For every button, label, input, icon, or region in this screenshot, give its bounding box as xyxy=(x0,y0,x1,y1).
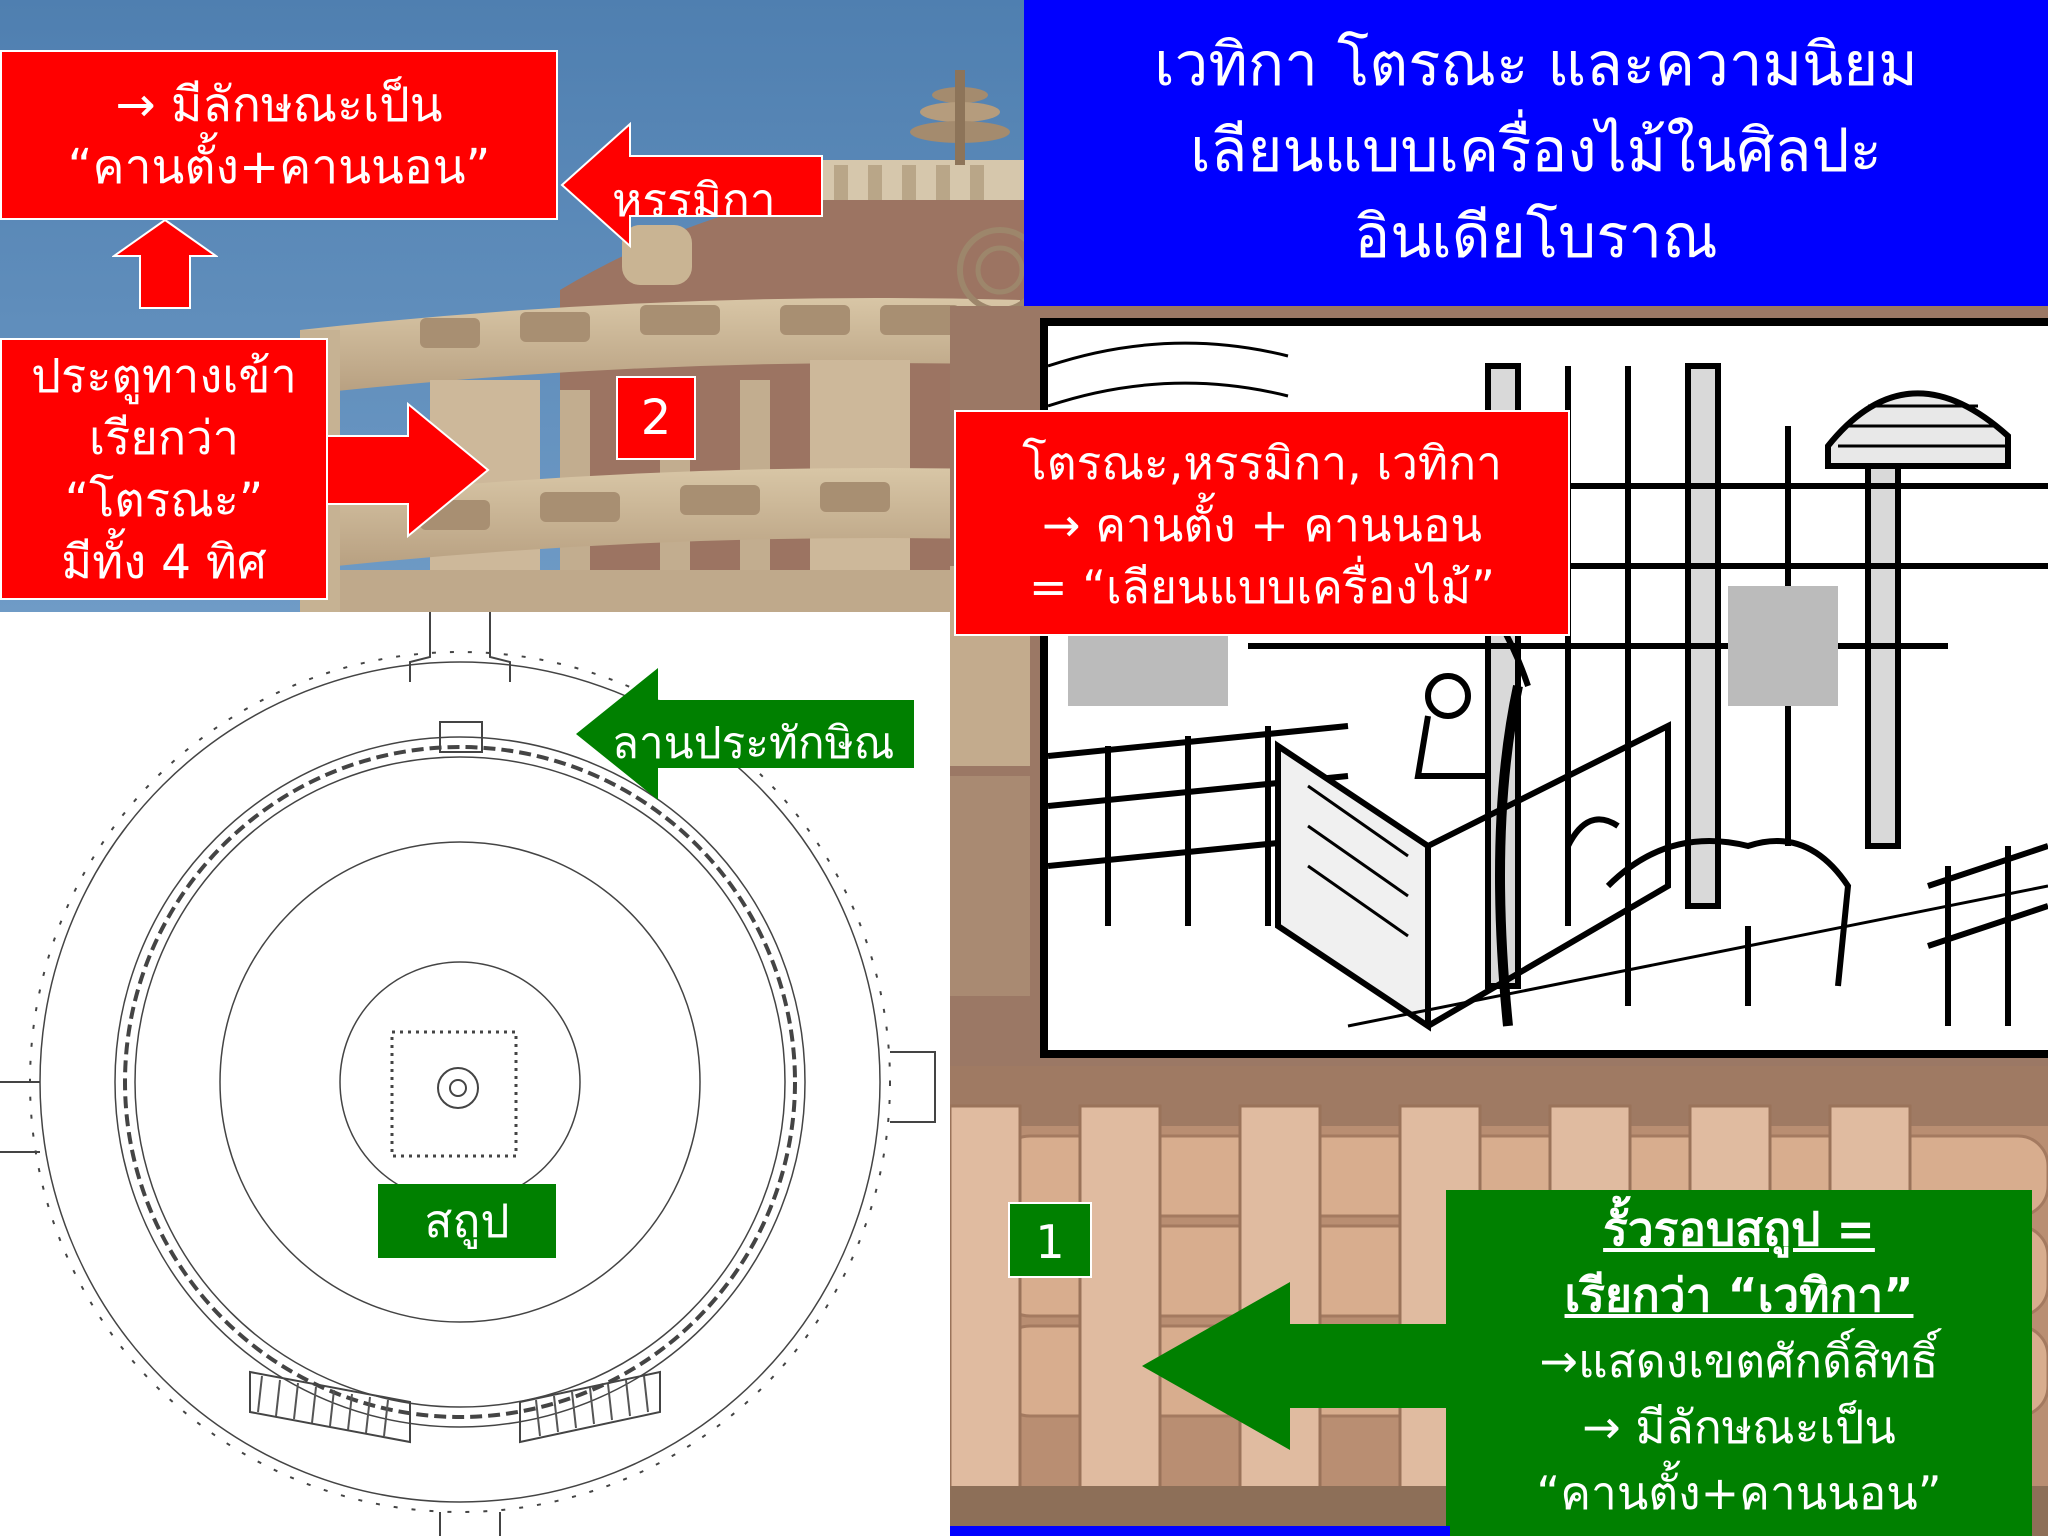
vedika-arrow xyxy=(1142,1282,1458,1450)
vedika-line-5: “คานตั้ง+คานนอน” xyxy=(1536,1466,1942,1520)
page-title: เวทิกา โตรณะ และความนิยม เลียนแบบเครื่อง… xyxy=(1024,0,2048,280)
title-line-2: เลียนแบบเครื่องไม้ในศิลปะ xyxy=(1190,116,1882,186)
bottom-blue-bar xyxy=(950,1526,1450,1536)
feature-note-top: → มีลักษณะเป็น “คานตั้ง+คานนอน” xyxy=(0,50,558,220)
wood-imitation-line-1: โตรณะ,หรรมิกา, เวทิกา xyxy=(1022,436,1502,490)
up-arrow-icon xyxy=(112,218,218,309)
harmika-label: หรรมิกา xyxy=(612,173,776,227)
title-box: เวทิกา โตรณะ และความนิยม เลียนแบบเครื่อง… xyxy=(1024,0,2048,306)
wood-imitation-note: โตรณะ,หรรมิกา, เวทิกา → คานตั้ง + คานนอน… xyxy=(954,410,1570,636)
badge-1: 1 xyxy=(1008,1202,1092,1278)
wood-imitation-line-3: = “เลียนแบบเครื่องไม้” xyxy=(1029,560,1495,614)
feature-note-line-2: “คานตั้ง+คานนอน” xyxy=(67,139,491,195)
vedika-note: รั้วรอบสถูป = เรียกว่า “เวทิกา” →แสดงเขต… xyxy=(1446,1190,2032,1536)
vedika-line-3: →แสดงเขตศักดิ์สิทธิ์ xyxy=(1539,1334,1939,1388)
torana-line-2: เรียกว่า xyxy=(88,411,240,466)
wood-imitation-line-2: → คานตั้ง + คานนอน xyxy=(1042,498,1482,552)
torana-line-3: “โตรณะ” xyxy=(64,473,264,528)
title-line-1: เวทิกา โตรณะ และความนิยม xyxy=(1154,30,1918,100)
pradakshina-label: ลานประทักษิณ xyxy=(612,718,895,769)
torana-note: ประตูทางเข้า เรียกว่า “โตรณะ” มีทั้ง 4 ท… xyxy=(0,338,328,600)
stupa-plan-drawing xyxy=(0,612,936,1536)
torana-line-1: ประตูทางเข้า xyxy=(31,349,297,404)
torana-line-4: มีทั้ง 4 ทิศ xyxy=(61,535,267,590)
torana-arrow xyxy=(301,402,490,538)
pradakshina-arrow xyxy=(576,668,914,800)
vedika-line-1: รั้วรอบสถูป = xyxy=(1603,1202,1875,1256)
stupa-label: สถูป xyxy=(378,1184,556,1258)
vedika-line-2: เรียกว่า “เวทิกา” xyxy=(1564,1268,1914,1322)
vedika-line-4: → มีลักษณะเป็น xyxy=(1582,1400,1896,1454)
title-line-3: อินเดียโบราณ xyxy=(1354,202,1718,272)
harmika-arrow xyxy=(560,122,823,249)
badge-2: 2 xyxy=(616,376,696,460)
feature-note-line-1: → มีลักษณะเป็น xyxy=(115,77,443,133)
